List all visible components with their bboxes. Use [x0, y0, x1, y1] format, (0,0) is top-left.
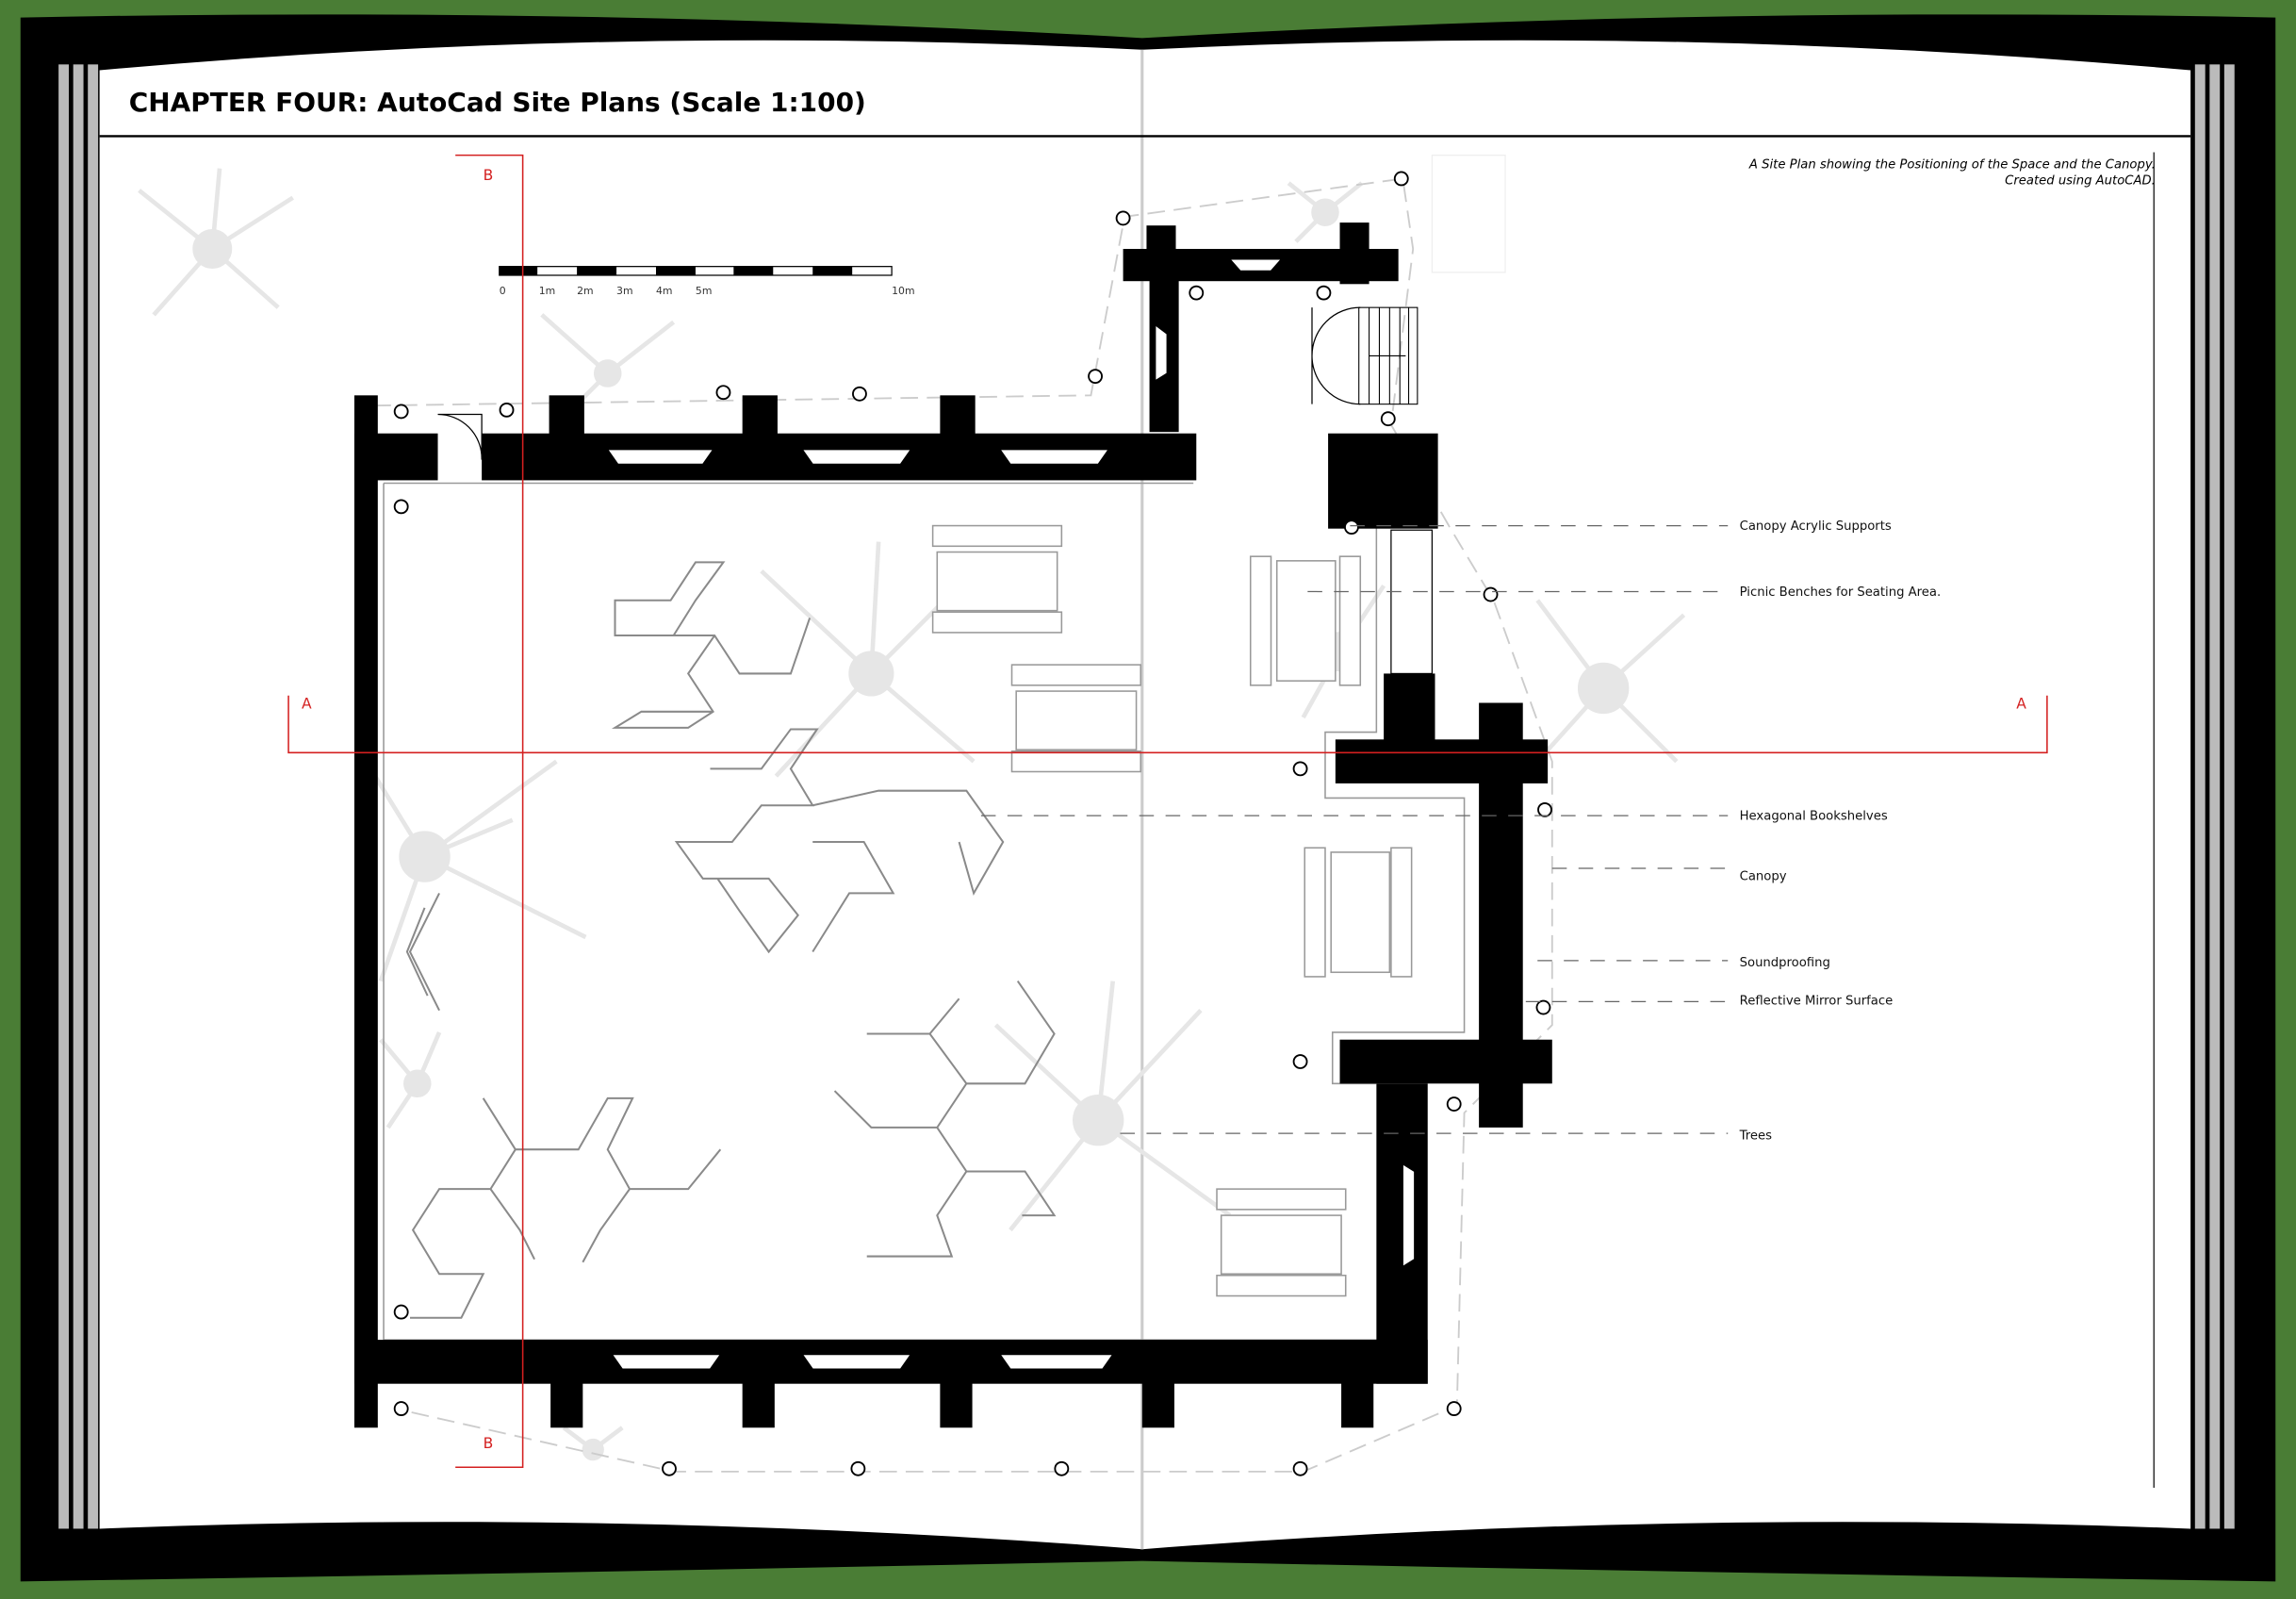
tree-icon — [760, 541, 983, 778]
canopy-outline — [373, 177, 1553, 1473]
tree-icon — [138, 168, 294, 317]
tree-icon — [1287, 181, 1364, 243]
scale-label: 4m — [656, 285, 673, 297]
annotation-label: Canopy Acrylic Supports — [1740, 519, 1892, 534]
bookshelf-cluster — [611, 561, 812, 729]
entrance-steps — [1358, 306, 1419, 405]
picnic-bench — [931, 524, 1063, 634]
hexagonal-bookshelves — [405, 561, 1057, 1319]
tree-icon — [540, 313, 676, 427]
leader-lines — [980, 524, 1729, 1134]
bookshelf-cluster — [833, 981, 1057, 1258]
picnic-bench — [1010, 664, 1142, 773]
bookshelf-cluster — [405, 892, 440, 1012]
annotation-label: Reflective Mirror Surface — [1740, 994, 1894, 1008]
annotation-label: Hexagonal Bookshelves — [1740, 810, 1888, 824]
scale-label: 2m — [577, 285, 594, 297]
section-marker-b-bottom: B — [484, 1435, 494, 1452]
caption-line-1: A Site Plan showing the Positioning of t… — [1748, 158, 2156, 173]
building-walls — [353, 223, 1552, 1428]
door — [437, 306, 1361, 460]
faint-steps — [1431, 155, 1506, 273]
canopy-supports — [393, 171, 1552, 1476]
caption-line-2: Created using AutoCAD. — [2005, 174, 2156, 189]
picnic-benches — [931, 524, 1413, 1297]
scale-label: 3m — [616, 285, 633, 297]
tree-icon — [379, 1031, 442, 1129]
picnic-bench — [1304, 847, 1413, 978]
tree-icon — [1535, 599, 1686, 764]
windows — [606, 258, 1434, 1370]
picnic-bench — [1216, 1188, 1347, 1297]
page-title: CHAPTER FOUR: AutoCad Site Plans (Scale … — [129, 87, 866, 118]
annotation-label: Canopy — [1740, 869, 1787, 883]
section-marker-a-left: A — [302, 696, 312, 713]
bookshelf-cluster — [674, 728, 1005, 954]
section-marker-a-right: A — [2016, 696, 2026, 713]
tree-icon — [993, 981, 1232, 1232]
page-stack-left — [52, 64, 103, 1529]
page-stack-right — [2190, 64, 2240, 1529]
annotation-label: Trees — [1739, 1129, 1772, 1143]
scale-label: 0 — [500, 285, 506, 297]
tree-icon — [364, 759, 587, 982]
inner-lining — [1324, 483, 1466, 1085]
section-line-a — [287, 695, 2048, 754]
section-lines — [287, 154, 2048, 1468]
page-surface — [99, 40, 2191, 1550]
picnic-bench — [1249, 555, 1362, 686]
bookshelf-cluster — [410, 1096, 722, 1319]
scale-label: 10m — [892, 285, 914, 297]
annotation-label: Soundproofing — [1740, 956, 1830, 970]
scale-label: 1m — [539, 285, 556, 297]
annotation-label: Picnic Benches for Seating Area. — [1740, 585, 1942, 600]
section-line-b — [455, 154, 524, 1468]
scale-bar: 0 1m 2m 3m 4m 5m 10m — [499, 266, 915, 297]
section-marker-b-top: B — [484, 167, 494, 184]
scale-label: 5m — [696, 285, 713, 297]
